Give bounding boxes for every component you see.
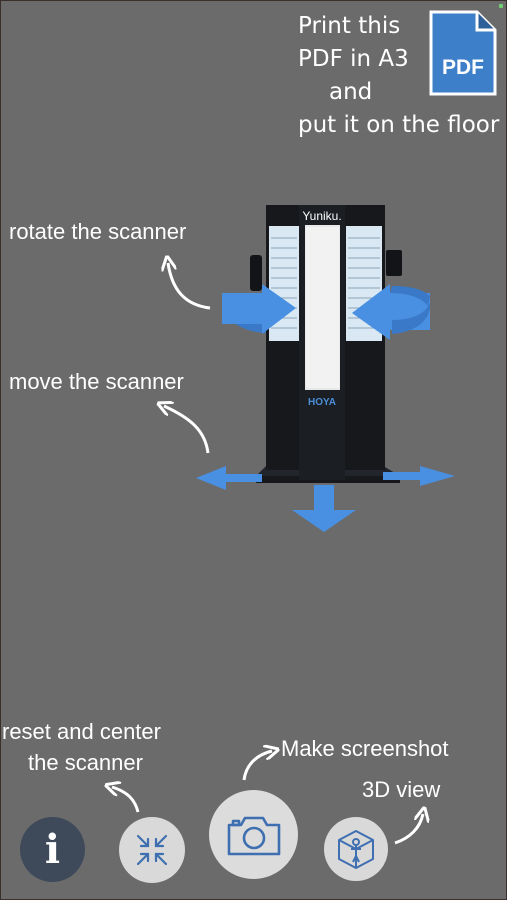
rotate-left-arrow[interactable] [222, 284, 296, 334]
rotate-right-arrow[interactable] [352, 284, 431, 340]
rotate-label: rotate the scanner [9, 219, 187, 244]
info-button[interactable]: i [20, 817, 85, 882]
scanner-left-tower [250, 205, 302, 470]
move-down-arrow[interactable] [292, 485, 356, 532]
reset-hint-arrow [112, 787, 140, 813]
collapse-arrows-icon [136, 834, 168, 866]
pdf-hint-line: Print this [298, 13, 401, 39]
view3d-hint-arrow [394, 814, 423, 845]
view-3d-button[interactable] [324, 817, 388, 881]
pdf-hint-line: PDF in A3 [298, 46, 409, 72]
status-dot [499, 4, 503, 8]
scanner-brand-top: Yuniku. [302, 209, 341, 223]
rotate-hint-arrow [168, 263, 211, 310]
move-hint-arrow [164, 406, 210, 454]
scanner-center-panel: Yuniku. HOYA [299, 205, 345, 480]
pdf-icon-label: PDF [442, 56, 484, 79]
scanner-right-tower [343, 205, 402, 470]
view3d-label: 3D view [362, 777, 441, 802]
screenshot-label: Make screenshot [281, 736, 449, 761]
cube-3d-icon [338, 830, 374, 869]
pdf-icon[interactable]: PDF [427, 8, 497, 98]
pdf-hint-line: put it on the floor [298, 112, 500, 138]
scanner-brand-bottom: HOYA [308, 397, 336, 408]
move-label: move the scanner [9, 369, 184, 394]
camera-icon [227, 816, 280, 855]
screenshot-hint-arrow [242, 751, 272, 781]
screenshot-button[interactable] [209, 790, 298, 879]
reset-center-button[interactable] [119, 817, 185, 883]
reset-label-line2: the scanner [28, 750, 143, 775]
move-right-arrow[interactable] [383, 466, 455, 486]
pdf-hint-line: and [329, 79, 373, 105]
info-icon: i [44, 825, 61, 873]
reset-label-line1: reset and center [2, 719, 161, 744]
move-left-arrow[interactable] [196, 466, 262, 490]
pdf-hint-text: Print this PDF in A3 and put it on the f… [298, 10, 507, 142]
